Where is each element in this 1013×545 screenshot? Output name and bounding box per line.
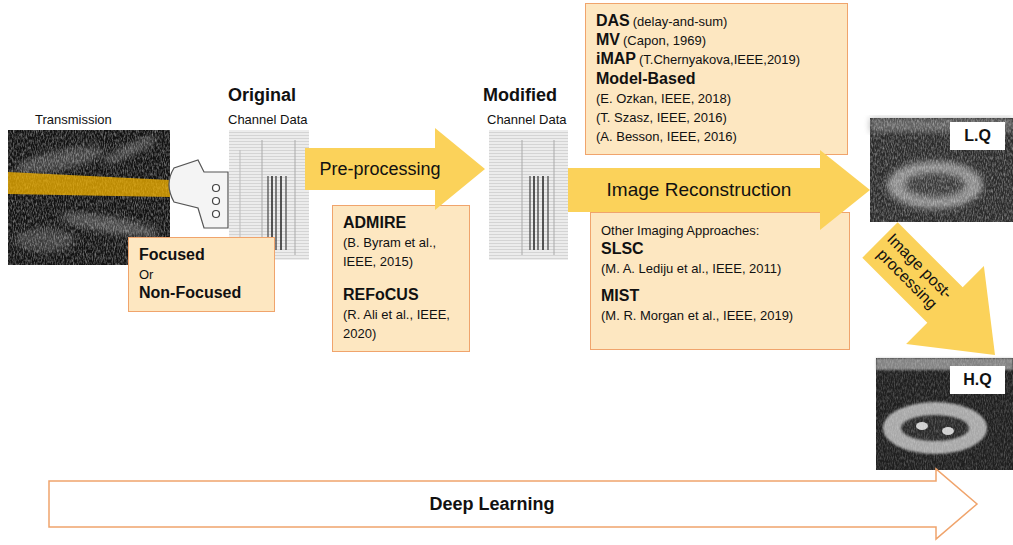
stage-heading: Original bbox=[228, 85, 296, 106]
quality-tag: H.Q bbox=[950, 366, 1005, 394]
channel-trace bbox=[554, 140, 555, 255]
text-line: SLSC bbox=[601, 239, 839, 258]
stage-subheading: Channel Data bbox=[228, 110, 308, 128]
text-line: (R. Ali et al., IEEE, 2020) bbox=[343, 304, 459, 342]
method-box: ADMIRE (B. Byram et al., IEEE, 2015) REFoC… bbox=[332, 205, 470, 352]
arrow-fill bbox=[862, 222, 995, 355]
arrow-label: Pre-processing bbox=[319, 159, 440, 180]
channel-trace bbox=[547, 176, 548, 250]
citation-text: Other Imaging Approaches: bbox=[601, 223, 759, 238]
channel-trace bbox=[537, 176, 538, 250]
text-line: (M. A. Lediju et al., IEEE, 2011) bbox=[601, 258, 839, 277]
span-arrow: Deep Learning bbox=[48, 468, 978, 540]
image-ground bbox=[870, 118, 1013, 222]
text-line: Focused bbox=[139, 245, 264, 264]
method-box: DAS(delay-and-sum)MV(Capon, 1969)iMAP(T.… bbox=[585, 3, 848, 155]
channel-trace bbox=[533, 176, 535, 250]
method-name: MV bbox=[596, 31, 620, 48]
arrow-outline bbox=[49, 469, 977, 539]
citation-text: (T. Szasz, IEEE, 2016) bbox=[596, 110, 727, 125]
speckle bbox=[876, 358, 1013, 470]
process-arrow: Image Reconstruction bbox=[568, 150, 870, 230]
method-box: Other Imaging Approaches: SLSC (M. A. Ledi… bbox=[590, 212, 850, 350]
quality-tag: L.Q bbox=[950, 122, 1005, 150]
method-name: DAS bbox=[596, 12, 630, 29]
citation-text: (B. Byram et al., IEEE, 2015) bbox=[343, 235, 436, 269]
low-quality-image bbox=[870, 118, 1013, 222]
image-label: Transmission bbox=[35, 110, 112, 128]
arrow-fill bbox=[305, 128, 485, 210]
probe-button bbox=[213, 198, 220, 205]
probe-button bbox=[213, 211, 220, 218]
speckle bbox=[870, 118, 1013, 222]
high-quality-image bbox=[876, 358, 1013, 470]
label-text: Channel Data bbox=[487, 112, 567, 127]
text-line: (E. Ozkan, IEEE, 2018) bbox=[596, 88, 837, 107]
channel-trace bbox=[522, 140, 523, 255]
text-line: iMAP(T.Chernyakova,IEEE,2019) bbox=[596, 49, 837, 68]
text-line: Non-Focused bbox=[139, 283, 264, 302]
channel-trace bbox=[529, 176, 530, 250]
text-line: (B. Byram et al., IEEE, 2015) bbox=[343, 232, 459, 270]
citation-text: (Capon, 1969) bbox=[623, 33, 706, 48]
channel-trace bbox=[285, 176, 286, 250]
method-name: ADMIRE bbox=[343, 214, 406, 231]
arrow-label: Image Reconstruction bbox=[607, 179, 792, 201]
probe-button bbox=[213, 185, 220, 192]
arrow-text-area: Image Reconstruction bbox=[568, 168, 830, 212]
method-name: REFoCUS bbox=[343, 286, 419, 303]
text-line: MV(Capon, 1969) bbox=[596, 30, 837, 49]
method-name: SLSC bbox=[601, 240, 644, 257]
citation-text: Or bbox=[139, 267, 153, 282]
option-box: FocusedOrNon-Focused bbox=[128, 237, 275, 312]
citation-text: (R. Ali et al., IEEE, 2020) bbox=[343, 307, 450, 341]
text-line: MIST bbox=[601, 286, 839, 305]
stage-subheading: Channel Data bbox=[487, 110, 567, 128]
channel-trace bbox=[275, 176, 276, 250]
label-text: H.Q bbox=[963, 371, 991, 388]
channel-trace bbox=[240, 150, 241, 250]
beam bbox=[8, 172, 170, 197]
method-name: Model-Based bbox=[596, 70, 696, 87]
method-name: Non-Focused bbox=[139, 284, 241, 301]
citation-text: (M. R. Morgan et al., IEEE, 2019) bbox=[601, 308, 793, 323]
process-arrow: Image post-processing bbox=[850, 210, 1010, 370]
label-text: Modified bbox=[483, 85, 557, 105]
method-name: MIST bbox=[601, 287, 639, 304]
text-line: REFoCUS bbox=[343, 285, 459, 304]
label-text: Original bbox=[228, 85, 296, 105]
channel-trace bbox=[280, 176, 282, 250]
arrow-text-area: Deep Learning bbox=[48, 481, 936, 527]
text-line: (M. R. Morgan et al., IEEE, 2019) bbox=[601, 305, 839, 324]
text-line: (A. Besson, IEEE, 2016) bbox=[596, 126, 837, 145]
channel-data-image bbox=[489, 130, 568, 260]
image-ground bbox=[876, 358, 1013, 470]
stage-heading: Modified bbox=[483, 85, 557, 106]
text-line: Other Imaging Approaches: bbox=[601, 220, 839, 239]
arrow-text-area: Pre-processing bbox=[305, 148, 455, 190]
citation-text: (A. Besson, IEEE, 2016) bbox=[596, 129, 737, 144]
label-text: Channel Data bbox=[228, 112, 308, 127]
text-line: DAS(delay-and-sum) bbox=[596, 11, 837, 30]
text-line: Or bbox=[139, 264, 264, 283]
transducer-probe bbox=[169, 160, 228, 228]
label-text: L.Q bbox=[964, 127, 991, 144]
text-line: Model-Based bbox=[596, 69, 837, 88]
text-line: (T. Szasz, IEEE, 2016) bbox=[596, 107, 837, 126]
method-name: Focused bbox=[139, 246, 205, 263]
method-name: iMAP bbox=[596, 50, 636, 67]
citation-text: (T.Chernyakova,IEEE,2019) bbox=[639, 52, 800, 67]
channel-ground bbox=[489, 130, 568, 260]
citation-text: (E. Ozkan, IEEE, 2018) bbox=[596, 91, 731, 106]
citation-text: (delay-and-sum) bbox=[633, 14, 728, 29]
text-line: ADMIRE bbox=[343, 213, 459, 232]
channel-trace bbox=[295, 140, 296, 255]
label-text: Transmission bbox=[35, 112, 112, 127]
process-arrow: Pre-processing bbox=[305, 128, 485, 210]
arrow-label: Deep Learning bbox=[429, 494, 554, 515]
citation-text: (M. A. Lediju et al., IEEE, 2011) bbox=[601, 261, 781, 276]
probe-body bbox=[169, 160, 228, 228]
channel-trace bbox=[542, 176, 544, 250]
